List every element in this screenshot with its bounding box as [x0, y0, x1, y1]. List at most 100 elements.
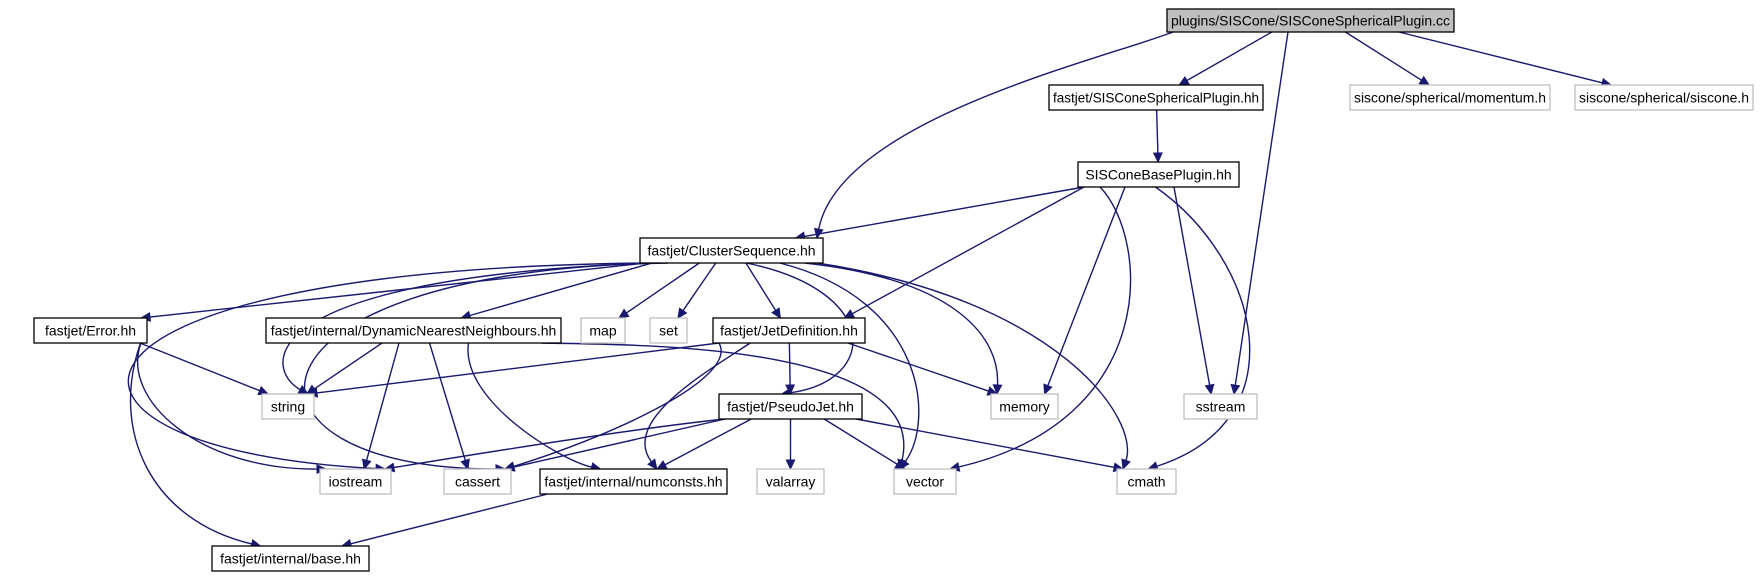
edge-arrowhead [1418, 75, 1431, 86]
node-clusterseq[interactable]: fastjet/ClusterSequence.hh [639, 237, 824, 264]
node-label: map [589, 323, 616, 339]
edge-arrowhead [618, 308, 630, 319]
node-box [990, 393, 1059, 420]
edge-arrowhead [460, 458, 470, 471]
edge-clusterseq-to-jetdef [745, 262, 782, 320]
node-root[interactable]: plugins/SISCone/SISConeSphericalPlugin.c… [1166, 8, 1455, 33]
edge-line [393, 418, 726, 469]
node-box [756, 468, 825, 495]
edge-root-to-sstream [1230, 31, 1289, 396]
edge-line [365, 342, 400, 461]
node-label: iostream [329, 474, 383, 490]
node-cmath: cmath [1116, 468, 1177, 495]
edge-arrowhead [1178, 75, 1190, 86]
node-vector: vector [893, 468, 957, 495]
edge-arrowhead [1204, 383, 1215, 396]
edge-line [788, 342, 791, 386]
edge-line [313, 342, 383, 390]
edge-pseudojet-to-iostream [383, 418, 726, 473]
node-box [639, 237, 824, 264]
node-box [1077, 161, 1240, 188]
edge-numconsts-to-base_hh [340, 493, 548, 549]
edge-jetdef-to-numconsts [644, 342, 751, 470]
node-label: set [659, 323, 678, 339]
node-valarray: valarray [756, 468, 825, 495]
node-sstream: sstream [1183, 393, 1258, 420]
edge-root-to-sph_plugin [1178, 31, 1273, 86]
node-sph_plugin[interactable]: fastjet/SISConeSphericalPlugin.hh [1048, 84, 1264, 111]
node-set: set [649, 317, 688, 344]
edge-arrowhead [992, 384, 1003, 396]
edge-line [1345, 31, 1422, 81]
node-box [443, 468, 512, 495]
edge-line [958, 186, 1132, 468]
edge-line [855, 418, 1115, 469]
edge-pseudojet-to-valarray [785, 419, 796, 471]
edge-line [779, 262, 920, 463]
edge-root-to-clusterseq [813, 31, 1174, 240]
node-label: siscone/spherical/siscone.h [1579, 90, 1749, 106]
edge-line [149, 262, 647, 318]
node-box [539, 468, 728, 495]
edge-base_plugin-to-memory [1043, 186, 1126, 396]
edge-arrowhead [771, 307, 782, 320]
node-base_plugin[interactable]: SISConeBasePlugin.hh [1077, 161, 1240, 188]
node-label: fastjet/PseudoJet.hh [727, 399, 854, 415]
edge-sph_plugin-to-base_plugin [1152, 109, 1163, 164]
edge-line [1155, 186, 1251, 467]
edge-line [1173, 186, 1211, 386]
edge-base_plugin-to-jetdef [843, 186, 1085, 319]
edge-line [804, 186, 1085, 238]
edge-dnn-to-iostream [361, 342, 400, 471]
node-label: fastjet/SISConeSphericalPlugin.hh [1053, 90, 1259, 106]
node-label: fastjet/internal/numconsts.hh [544, 474, 722, 490]
node-dnn[interactable]: fastjet/internal/DynamicNearestNeighbour… [265, 317, 562, 344]
node-box [580, 317, 626, 344]
node-label: SISConeBasePlugin.hh [1085, 167, 1231, 183]
node-box [718, 393, 863, 420]
edge-line [1234, 31, 1289, 386]
edge-arrowhead [297, 385, 310, 395]
node-momentum: siscone/spherical/momentum.h [1349, 84, 1551, 111]
node-label: fastjet/JetDefinition.hh [720, 323, 858, 339]
node-numconsts[interactable]: fastjet/internal/numconsts.hh [539, 468, 728, 495]
edge-line [139, 342, 260, 392]
edge-arrowhead [656, 460, 668, 470]
node-box [649, 317, 688, 344]
node-label: vector [906, 474, 944, 490]
node-label: fastjet/Error.hh [45, 323, 136, 339]
edge-arrowhead [677, 307, 688, 319]
node-string: string [261, 393, 315, 420]
node-jetdef[interactable]: fastjet/JetDefinition.hh [712, 317, 866, 344]
node-box [319, 468, 392, 495]
edge-arrowhead [1043, 383, 1053, 396]
edge-clusterseq-to-map [618, 262, 700, 319]
edge-arrowhead [785, 459, 796, 471]
node-box [211, 545, 370, 572]
node-memory: memory [990, 393, 1059, 420]
node-box [1183, 393, 1258, 420]
node-box [33, 317, 148, 344]
edge-line [467, 342, 592, 468]
edge-line [1398, 31, 1603, 84]
node-box [1166, 8, 1455, 33]
edge-root-to-siscone_h [1398, 31, 1613, 88]
node-cassert: cassert [443, 468, 512, 495]
node-error[interactable]: fastjet/Error.hh [33, 317, 148, 344]
node-label: fastjet/internal/base.hh [220, 551, 361, 567]
edge-pseudojet-to-numconsts [656, 418, 752, 470]
node-label: string [271, 399, 305, 415]
edge-line [804, 262, 999, 386]
node-base_hh[interactable]: fastjet/internal/base.hh [211, 545, 370, 572]
edge-arrowhead [785, 384, 796, 396]
node-box [1116, 468, 1177, 495]
node-label: fastjet/internal/DynamicNearestNeighbour… [271, 323, 557, 339]
edge-clusterseq-to-set [677, 262, 717, 319]
node-box [893, 468, 957, 495]
edge-arrowhead [647, 458, 658, 470]
node-pseudojet[interactable]: fastjet/PseudoJet.hh [718, 393, 863, 420]
edge-clusterseq-to-cmath [816, 262, 1131, 471]
node-label: fastjet/ClusterSequence.hh [647, 243, 815, 259]
edge-line [129, 342, 252, 545]
